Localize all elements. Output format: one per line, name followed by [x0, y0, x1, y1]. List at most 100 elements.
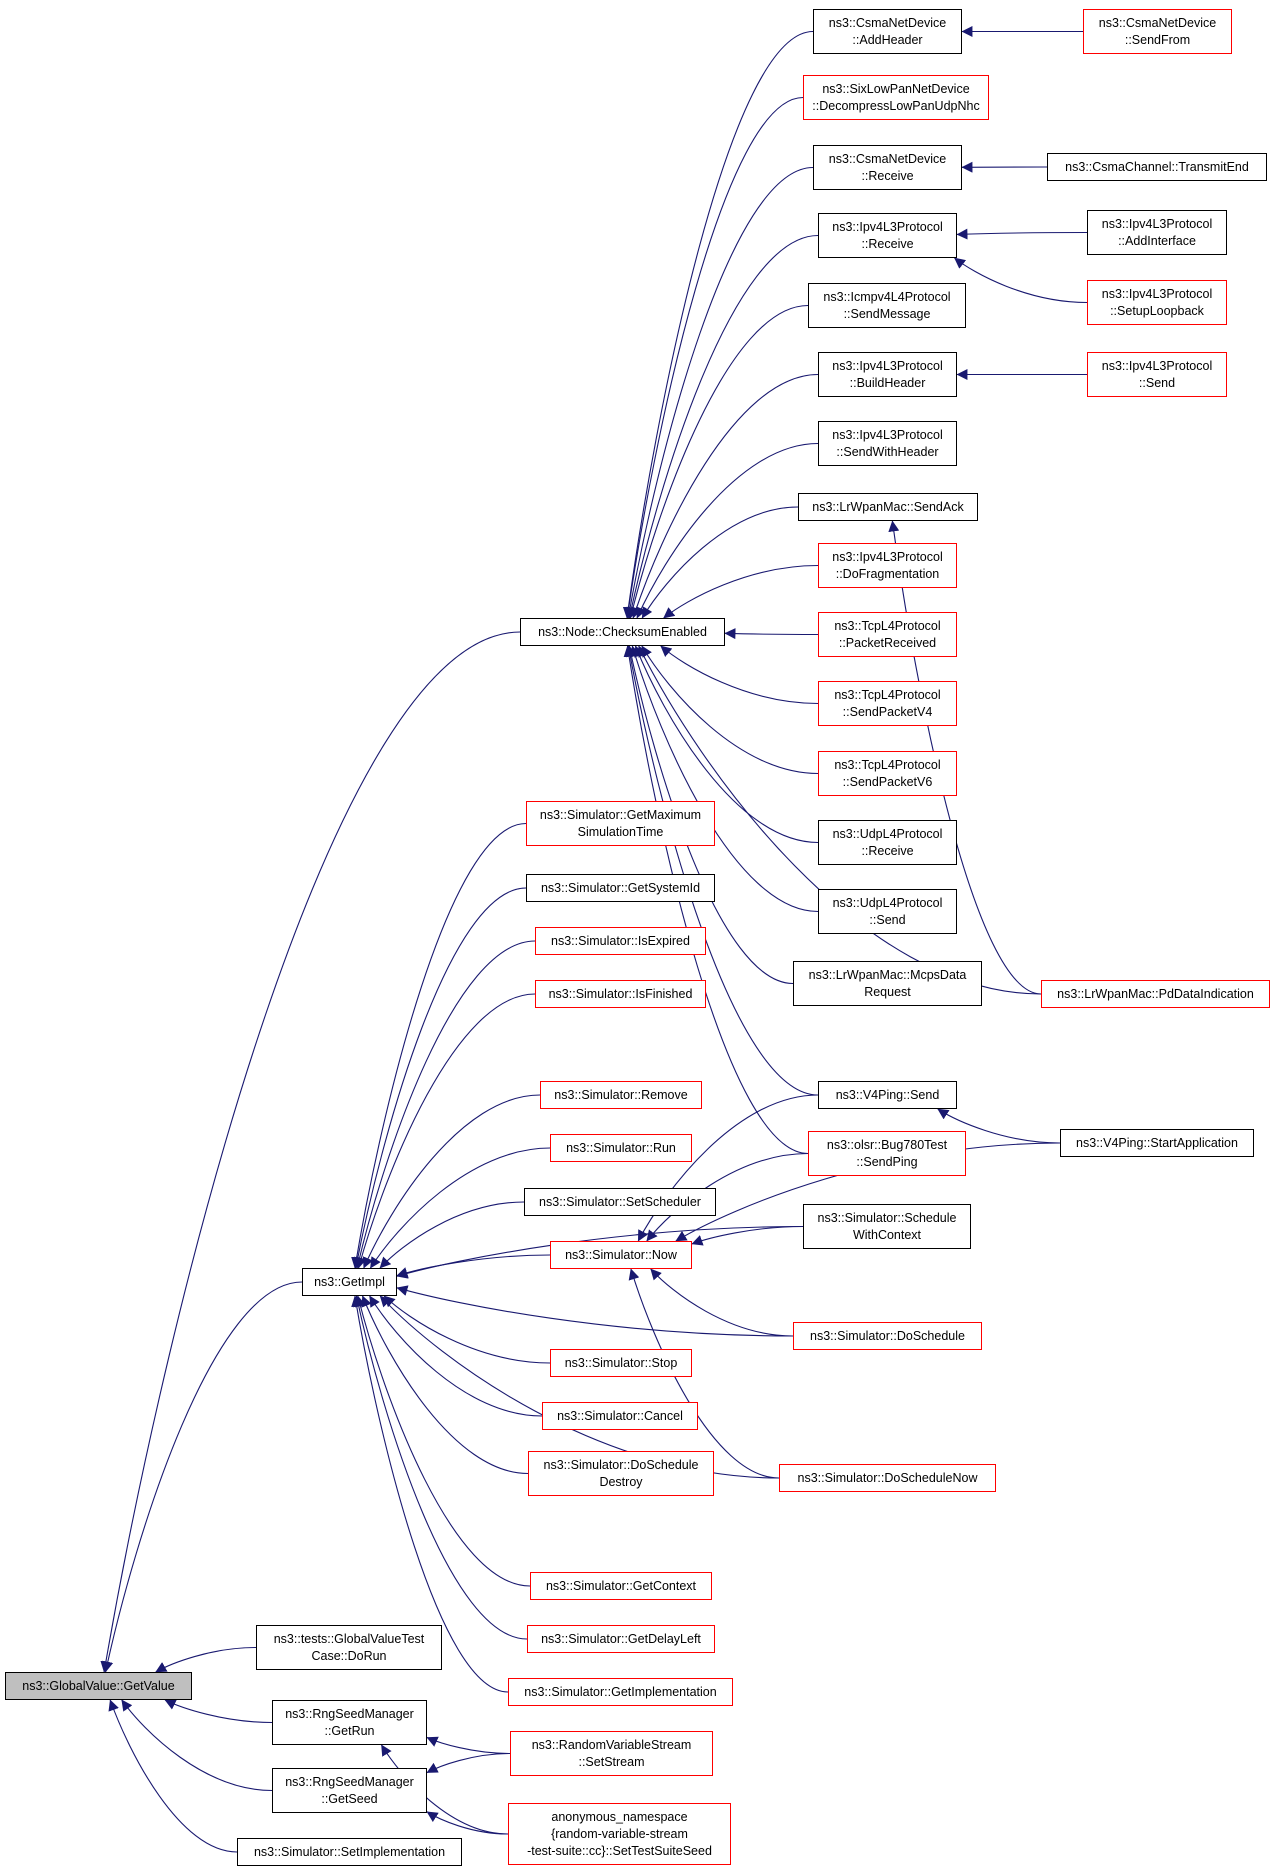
edge-rvs_setstream-to-rng_getseed: [426, 1752, 511, 1774]
edge-csma_addheader-to-checksum: [622, 30, 814, 619]
graph-node-udp-receive[interactable]: ns3::UdpL4Protocol ::Receive: [818, 820, 957, 865]
edge-ipv4_receive-to-checksum: [626, 234, 819, 619]
graph-node-sim-getsysid[interactable]: ns3::Simulator::GetSystemId: [526, 874, 715, 902]
graph-node-sim-stop[interactable]: ns3::Simulator::Stop: [550, 1349, 692, 1377]
graph-node-sim-run[interactable]: ns3::Simulator::Run: [550, 1134, 692, 1162]
edge-ipv4_loopback-to-ipv4_receive: [954, 257, 1088, 304]
edge-ipv4_buildheader-to-checksum: [631, 373, 819, 619]
graph-node-ipv4-addif[interactable]: ns3::Ipv4L3Protocol ::AddInterface: [1087, 210, 1227, 255]
edge-sim_doscheddestroy-to-getimpl: [361, 1295, 529, 1475]
edge-sim_dosched-to-getimpl: [396, 1285, 794, 1337]
edge-ipv4_addif-to-ipv4_receive: [956, 228, 1088, 240]
graph-node-checksum[interactable]: ns3::Node::ChecksumEnabled: [520, 618, 725, 646]
graph-node-sim-isfinished[interactable]: ns3::Simulator::IsFinished: [535, 980, 706, 1008]
graph-node-csmachannel[interactable]: ns3::CsmaChannel::TransmitEnd: [1047, 153, 1267, 181]
graph-node-ipv4-loopback[interactable]: ns3::Ipv4L3Protocol ::SetupLoopback: [1087, 280, 1227, 325]
edge-tcp_sendv4-to-checksum: [660, 645, 819, 705]
edge-v4ping_start-to-v4ping_send: [937, 1108, 1061, 1144]
graph-node-ipv4-send[interactable]: ns3::Ipv4L3Protocol ::Send: [1087, 352, 1227, 397]
edge-sim_stop-to-getimpl: [383, 1295, 551, 1364]
graph-node-sim-getmax[interactable]: ns3::Simulator::GetMaximum SimulationTim…: [526, 801, 715, 846]
graph-node-csma-receive[interactable]: ns3::CsmaNetDevice ::Receive: [813, 145, 962, 190]
edge-sim_now-to-getimpl: [396, 1254, 551, 1278]
edge-rvs_setstream-to-rng_getrun: [426, 1736, 511, 1755]
edge-ipv4_sendwithheader-to-checksum: [636, 442, 819, 619]
edge-v4ping_start-to-sim_now: [675, 1142, 1061, 1242]
edge-olsr_bug-to-sim_now: [646, 1152, 809, 1242]
edge-gvtest-to-gv: [155, 1646, 257, 1673]
edge-sim_remove-to-getimpl: [362, 1094, 541, 1269]
edge-sim_cancel-to-getimpl: [369, 1295, 543, 1417]
graph-node-rng-getrun[interactable]: ns3::RngSeedManager ::GetRun: [272, 1700, 427, 1745]
graph-node-lrwpan-pd[interactable]: ns3::LrWpanMac::PdDataIndication: [1041, 980, 1270, 1008]
graph-node-csma-sendfrom[interactable]: ns3::CsmaNetDevice ::SendFrom: [1083, 9, 1232, 54]
edge-olsr_bug-to-checksum: [623, 645, 809, 1155]
graph-node-sim-now[interactable]: ns3::Simulator::Now: [550, 1241, 692, 1269]
graph-node-sim-schedctx[interactable]: ns3::Simulator::Schedule WithContext: [803, 1204, 971, 1249]
edge-sim_run-to-getimpl: [369, 1147, 551, 1269]
graph-node-sim-setimpl[interactable]: ns3::Simulator::SetImplementation: [237, 1838, 462, 1866]
edge-lrwpan_sendack-to-checksum: [641, 506, 799, 619]
graph-node-lrwpan-sendack[interactable]: ns3::LrWpanMac::SendAck: [798, 493, 978, 521]
graph-node-sim-getdelay[interactable]: ns3::Simulator::GetDelayLeft: [527, 1625, 715, 1653]
graph-node-ipv4-frag[interactable]: ns3::Ipv4L3Protocol ::DoFragmentation: [818, 543, 957, 588]
graph-node-sim-isexpired[interactable]: ns3::Simulator::IsExpired: [535, 927, 706, 955]
edge-icmp_send-to-checksum: [627, 304, 809, 619]
graph-node-tcp-packetreceived[interactable]: ns3::TcpL4Protocol ::PacketReceived: [818, 612, 957, 657]
graph-node-ipv4-buildheader[interactable]: ns3::Ipv4L3Protocol ::BuildHeader: [818, 352, 957, 397]
edge-sim_doschednow-to-sim_now: [628, 1268, 780, 1479]
edge-tcp_packetreceived-to-checksum: [724, 628, 819, 640]
graph-node-rvs-setstream[interactable]: ns3::RandomVariableStream ::SetStream: [510, 1731, 713, 1776]
edge-sim_dosched-to-sim_now: [650, 1268, 794, 1337]
edge-sim_getsysid-to-getimpl: [352, 887, 527, 1269]
edge-tcp_sendv6-to-checksum: [641, 645, 819, 775]
edge-sim_getdelay-to-getimpl: [353, 1295, 528, 1640]
edge-sixlowpan-to-checksum: [623, 96, 804, 619]
graph-node-gvtest[interactable]: ns3::tests::GlobalValueTest Case::DoRun: [256, 1625, 442, 1670]
edge-anon_seed-to-rng_getrun: [381, 1744, 509, 1835]
graph-node-sim-cancel[interactable]: ns3::Simulator::Cancel: [542, 1402, 698, 1430]
graph-node-sim-doscheddestroy[interactable]: ns3::Simulator::DoSchedule Destroy: [528, 1451, 714, 1496]
edge-sim_getmax-to-getimpl: [351, 822, 527, 1269]
graph-node-csma-addheader[interactable]: ns3::CsmaNetDevice ::AddHeader: [813, 9, 962, 54]
edge-lrwpan_mcps-to-checksum: [626, 645, 794, 985]
graph-node-tcp-sendv6[interactable]: ns3::TcpL4Protocol ::SendPacketV6: [818, 751, 957, 796]
graph-node-v4ping-send[interactable]: ns3::V4Ping::Send: [818, 1081, 957, 1109]
edge-sim_isfinished-to-getimpl: [355, 993, 536, 1269]
graph-node-v4ping-start[interactable]: ns3::V4Ping::StartApplication: [1060, 1129, 1254, 1157]
edge-anon_seed-to-rng_getseed: [426, 1811, 509, 1835]
graph-node-rng-getseed[interactable]: ns3::RngSeedManager ::GetSeed: [272, 1768, 427, 1813]
edge-ipv4_frag-to-checksum: [663, 564, 819, 619]
graph-node-icmp-send[interactable]: ns3::Icmpv4L4Protocol ::SendMessage: [808, 283, 966, 328]
graph-node-gv[interactable]: ns3::GlobalValue::GetValue: [5, 1672, 192, 1700]
edge-rng_getrun-to-gv: [164, 1699, 273, 1724]
graph-node-sim-remove[interactable]: ns3::Simulator::Remove: [540, 1081, 702, 1109]
graph-node-udp-send[interactable]: ns3::UdpL4Protocol ::Send: [818, 889, 957, 934]
graph-node-sim-doschednow[interactable]: ns3::Simulator::DoScheduleNow: [779, 1464, 996, 1492]
edge-sim_schedctx-to-sim_now: [691, 1225, 804, 1246]
graph-node-ipv4-sendwithheader[interactable]: ns3::Ipv4L3Protocol ::SendWithHeader: [818, 421, 957, 466]
graph-node-sim-getctx[interactable]: ns3::Simulator::GetContext: [530, 1572, 712, 1600]
graph-node-sim-getimpl[interactable]: ns3::Simulator::GetImplementation: [508, 1678, 733, 1706]
edge-csma_receive-to-checksum: [624, 166, 814, 619]
edge-sim_getctx-to-getimpl: [355, 1295, 531, 1587]
edge-udp_receive-to-checksum: [634, 645, 819, 844]
edge-lrwpan_pd-to-lrwpan_sendack: [888, 520, 1042, 995]
graph-node-tcp-sendv4[interactable]: ns3::TcpL4Protocol ::SendPacketV4: [818, 681, 957, 726]
graph-node-sixlowpan[interactable]: ns3::SixLowPanNetDevice ::DecompressLowP…: [803, 75, 989, 120]
edge-checksum-to-gv: [100, 631, 521, 1673]
graph-node-ipv4-receive[interactable]: ns3::Ipv4L3Protocol ::Receive: [818, 213, 957, 258]
graph-node-anon-seed[interactable]: anonymous_namespace {random-variable-str…: [508, 1803, 731, 1865]
edge-v4ping_send-to-sim_now: [637, 1094, 819, 1242]
edge-sim_setimpl-to-gv: [108, 1699, 238, 1853]
edge-v4ping_send-to-checksum: [624, 645, 819, 1096]
edge-sim_getimpl-to-getimpl: [351, 1295, 509, 1693]
graph-node-sim-dosched[interactable]: ns3::Simulator::DoSchedule: [793, 1322, 982, 1350]
graph-node-getimpl[interactable]: ns3::GetImpl: [302, 1268, 397, 1296]
graph-node-olsr-bug[interactable]: ns3::olsr::Bug780Test ::SendPing: [808, 1131, 966, 1176]
edge-sim_setsched-to-getimpl: [379, 1201, 525, 1269]
edge-getimpl-to-gv: [102, 1281, 303, 1673]
graph-node-lrwpan-mcps[interactable]: ns3::LrWpanMac::McpsData Request: [793, 961, 982, 1006]
graph-node-sim-setsched[interactable]: ns3::Simulator::SetScheduler: [524, 1188, 716, 1216]
